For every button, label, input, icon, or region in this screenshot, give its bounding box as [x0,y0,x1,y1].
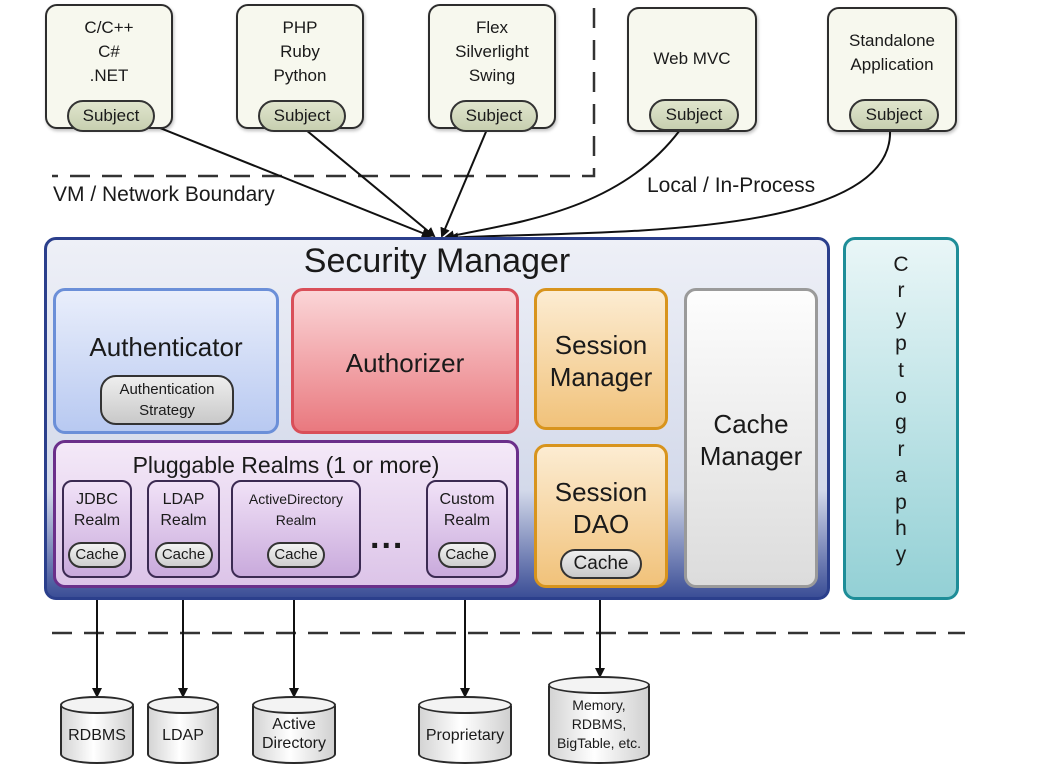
network-boundary-label: VM / Network Boundary [53,183,275,206]
arrow-standalone-to-sm [448,129,892,243]
cryptography-letter: C [893,253,909,276]
client-standalone-box: Standalone Application Subject [827,7,957,132]
realm-ldap-label: LDAP Realm [160,491,207,529]
cache-manager-title: Cache Manager [699,409,803,471]
client-cpp-label: C/C++ C# .NET [84,18,134,85]
datastore-memory-label: Memory, RDBMS, BigTable, etc. [556,697,642,751]
client-flex-box: Flex Silverlight Swing Subject [428,4,556,132]
authorizer-title: Authorizer [345,348,465,378]
datastore-active-directory: Active Directory [252,696,336,764]
datastore-active-directory-label: Active Directory [261,716,326,752]
authorizer-panel: Authorizer [291,288,519,434]
cryptography-letter: y [895,305,907,329]
client-standalone-label: Standalone Application [848,31,936,74]
pluggable-realms-title: Pluggable Realms (1 or more) [132,452,440,478]
realm-activedirectory-label: ActiveDirectory Realm [248,491,344,528]
authenticator-title: Authenticator [89,332,243,362]
subject-pill: Subject [67,100,155,132]
datastore-rdbms: RDBMS [60,696,134,764]
cryptography-panel: C r y p t o g r a p h y [843,237,959,600]
subject-pill: Subject [849,99,939,131]
session-dao-title: Session DAO [554,477,648,539]
client-php-box: PHP Ruby Python Subject [236,4,364,132]
authenticator-panel: Authenticator Authentication Strategy [53,288,279,434]
datastore-memory: Memory, RDBMS, BigTable, etc. [548,676,650,764]
datastore-rdbms-label: RDBMS [68,727,126,744]
subject-pill: Subject [258,100,346,132]
realm-cache-pill: Cache [68,542,126,568]
cryptography-letter: h [895,517,907,541]
authentication-strategy-pill: Authentication Strategy [100,375,234,425]
realm-cache-pill: Cache [267,542,325,568]
datastore-ldap-label: LDAP [162,727,204,744]
realm-jdbc-label: JDBC Realm [73,491,121,529]
cache-manager-panel: Cache Manager [684,288,818,588]
client-flex-label: Flex Silverlight Swing [455,18,529,85]
client-php-label: PHP Ruby Python [273,18,327,85]
realms-ellipsis: ... [370,518,405,556]
arrow-flex-to-sm [440,126,489,238]
realm-cache-pill: Cache [438,542,496,568]
realm-ldap: LDAP Realm Cache [147,480,220,578]
cryptography-letter: a [895,464,907,488]
cryptography-letter: r [897,279,905,303]
datastore-ldap: LDAP [147,696,219,764]
session-manager-title: Session Manager [549,330,653,392]
realm-jdbc: JDBC Realm Cache [62,480,132,578]
realm-activedirectory: ActiveDirectory Realm Cache [231,480,361,578]
subject-pill: Subject [649,99,739,131]
cryptography-label: C r y p t o g r a p h y [846,252,956,569]
security-manager-title: Security Manager [303,242,571,280]
arrow-webmvc-to-sm [444,129,681,241]
datastore-proprietary-label: Proprietary [425,727,505,744]
session-manager-panel: Session Manager [534,288,668,430]
session-dao-panel: Session DAO Cache [534,444,668,588]
realm-cache-pill: Cache [154,542,213,568]
realm-custom-label: Custom Realm [439,491,495,529]
client-webmvc-label: Web MVC [653,49,731,68]
client-cpp-box: C/C++ C# .NET Subject [45,4,173,132]
cryptography-letter: g [895,411,907,435]
cryptography-letter: r [897,437,905,461]
local-process-label: Local / In-Process [647,174,816,197]
client-webmvc-box: Web MVC Subject [627,7,757,132]
network-boundary-line [52,8,596,178]
arrow-php-to-sm [299,124,436,238]
realm-custom: Custom Realm Cache [426,480,508,578]
datastore-proprietary: Proprietary [418,696,512,764]
cryptography-letter: p [895,490,907,514]
cryptography-letter: t [898,358,904,382]
arrow-cpp-to-sm [149,123,432,238]
subject-pill: Subject [450,100,538,132]
cryptography-letter: o [895,385,907,409]
cryptography-letter: y [895,543,907,567]
cryptography-letter: p [895,332,907,356]
session-dao-cache-pill: Cache [560,549,642,579]
